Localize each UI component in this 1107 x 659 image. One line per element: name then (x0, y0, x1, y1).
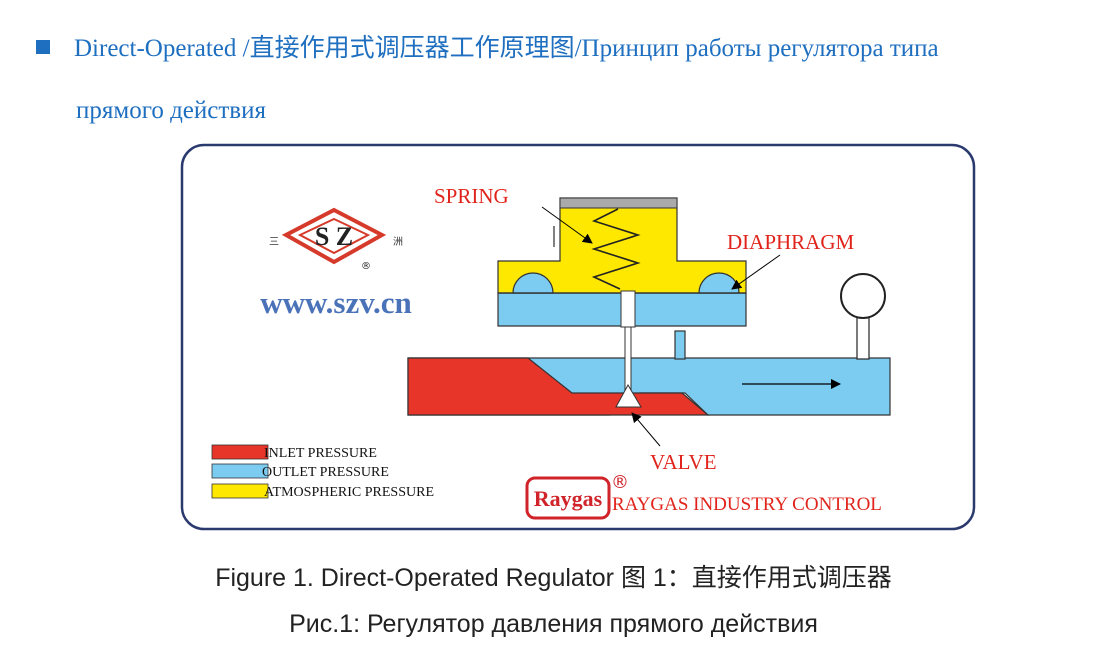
diaphragm-pointer (731, 254, 781, 290)
heading-bullet (36, 40, 50, 54)
logo-left-char: 三 (269, 237, 279, 248)
gas-pipe (407, 357, 891, 416)
page-heading: Direct-Operated /直接作用式调压器工作原理图/Принцип р… (36, 16, 1096, 144)
valve-stem (615, 290, 642, 408)
raygas-registered-mark: ® (611, 472, 629, 493)
outlet-connection-column (674, 330, 686, 360)
spring-cap (559, 197, 678, 209)
figure-caption: Figure 1. Direct-Operated Regulator 图 1：… (215, 564, 892, 592)
sz-logo: S Z 三 洲 ® www.szv.cn (260, 207, 412, 320)
diaphragm-bump-left (512, 272, 554, 294)
spring-label: SPRING (434, 184, 509, 208)
figure-caption-russian: Рис.1: Регулятор давления прямого действ… (289, 610, 818, 638)
raygas-logo-box (525, 476, 611, 520)
valve-label: VALVE (650, 450, 717, 474)
legend-swatch-outlet (211, 463, 269, 479)
raygas-logo-text: Raygas (534, 486, 603, 511)
logo-url: www.szv.cn (260, 285, 412, 320)
heading-line1: Direct-Operated /直接作用式调压器工作原理图/Принцип р… (74, 35, 939, 62)
logo-diamond-inner (297, 217, 371, 255)
logo-right-char: 洲 (393, 236, 403, 248)
legend-label-inlet: INLET PRESSURE (264, 446, 377, 461)
legend-swatch-inlet (211, 444, 269, 460)
legend-swatch-atmospheric (211, 483, 269, 499)
legend-label-atmospheric: ATMOSPHERIC PRESSURE (264, 485, 434, 500)
raygas-brand: Raygas ® RAYGAS INDUSTRY CONTROL (525, 472, 882, 520)
legend-label-outlet: OUTLET PRESSURE (262, 465, 389, 480)
gauge-dial (840, 273, 886, 319)
diagram-frame (180, 143, 976, 531)
spring-coil (591, 208, 641, 290)
valve-plug (615, 383, 642, 408)
spring-pointer (541, 206, 593, 244)
logo-letters: S Z (315, 222, 353, 251)
heading-line2: прямого действия (76, 97, 266, 124)
pressure-gauge (840, 273, 886, 360)
legend: INLET PRESSURE OUTLET PRESSURE ATMOSPHER… (211, 444, 434, 500)
logo-registered-mark: ® (361, 261, 371, 272)
diaphragm-label: DIAPHRAGM (727, 230, 855, 254)
valve-pointer (631, 412, 661, 447)
regulator-diagram: S Z 三 洲 ® www.szv.cn SPRING DIAPHRAGM (180, 143, 976, 531)
raygas-company-name: RAYGAS INDUSTRY CONTROL (612, 494, 882, 515)
